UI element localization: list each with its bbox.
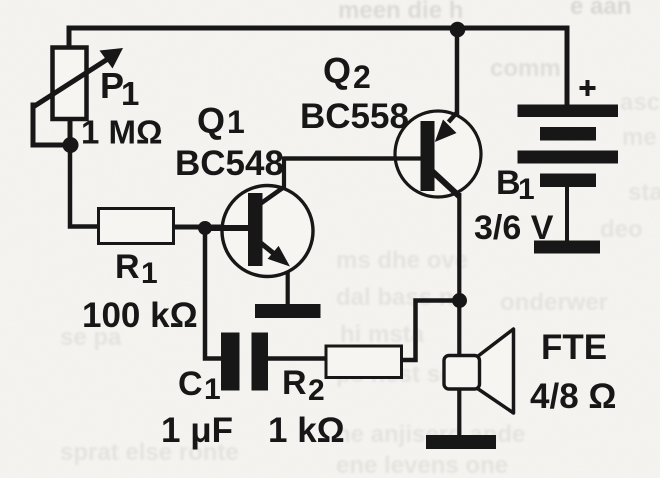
svg-text:1: 1 xyxy=(518,173,535,206)
svg-text:asc: asc xyxy=(620,89,660,116)
svg-text:1: 1 xyxy=(141,257,158,290)
svg-text:e aan: e aan xyxy=(570,0,631,20)
svg-text:1 MΩ: 1 MΩ xyxy=(81,114,162,151)
svg-text:2: 2 xyxy=(308,374,325,407)
svg-text:1: 1 xyxy=(227,104,245,140)
svg-text:1: 1 xyxy=(121,75,139,112)
svg-text:deo: deo xyxy=(600,216,643,243)
svg-text:sprat else ronte: sprat else ronte xyxy=(60,439,239,466)
svg-text:3/6 V: 3/6 V xyxy=(474,209,554,247)
svg-text:hi msta: hi msta xyxy=(340,321,425,348)
svg-text:me: me xyxy=(622,124,657,151)
svg-text:2: 2 xyxy=(353,59,371,95)
svg-text:1 μF: 1 μF xyxy=(161,411,233,450)
svg-text:BC558: BC558 xyxy=(300,97,409,136)
svg-text:ene levens one: ene levens one xyxy=(336,452,508,478)
svg-text:Q: Q xyxy=(323,50,351,91)
svg-text:4/8 Ω: 4/8 Ω xyxy=(530,377,616,416)
svg-text:R: R xyxy=(115,248,140,286)
svg-text:sta: sta xyxy=(628,179,660,206)
svg-text:se pa: se pa xyxy=(60,324,122,351)
svg-text:100 kΩ: 100 kΩ xyxy=(82,296,198,335)
svg-text:BC548: BC548 xyxy=(175,144,284,183)
svg-text:B: B xyxy=(496,164,521,202)
svg-text:dal bass n: dal bass n xyxy=(336,284,453,311)
svg-text:onderwer: onderwer xyxy=(500,289,608,316)
svg-text:R: R xyxy=(282,364,307,402)
svg-text:C: C xyxy=(178,365,203,403)
svg-text:ms dhe ove: ms dhe ove xyxy=(336,247,468,274)
svg-text:comm: comm xyxy=(490,55,561,82)
svg-text:P: P xyxy=(100,65,124,106)
svg-text:1: 1 xyxy=(204,373,221,406)
svg-text:meen die h: meen die h xyxy=(338,0,463,24)
svg-text:FTE: FTE xyxy=(541,328,607,367)
svg-text:1 kΩ: 1 kΩ xyxy=(268,411,345,450)
svg-text:Q: Q xyxy=(197,100,225,141)
